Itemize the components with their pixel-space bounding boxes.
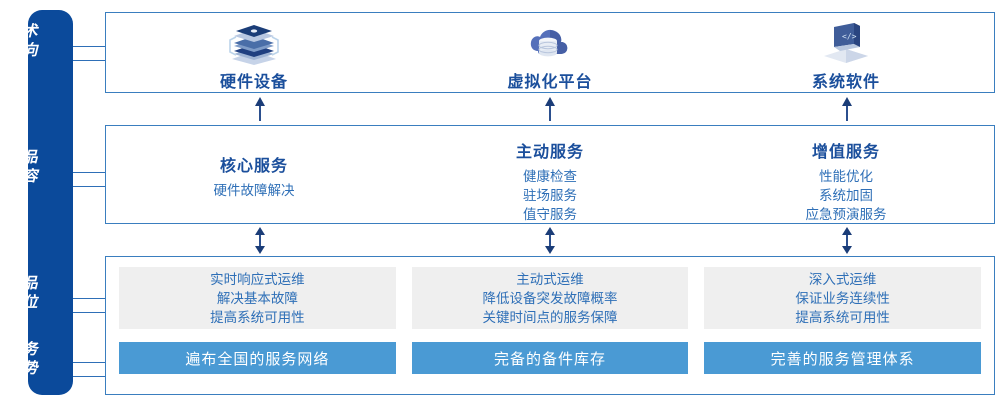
cloud-database-icon <box>520 21 580 65</box>
content-title-value-added-service: 增值服务 <box>811 144 880 161</box>
tech-column-hardware[interactable]: 硬件设备 <box>106 13 402 92</box>
sidebar-label-product-content: 产品 内容 <box>0 148 45 186</box>
arrow-double-system-software <box>840 227 854 254</box>
position-card-indepth[interactable]: 深入式运维 保证业务连续性 提高系统可用性 <box>704 267 982 329</box>
sidebar-label-line2: 优势 <box>7 360 38 377</box>
tech-column-virtualization[interactable]: 虚拟化平台 <box>402 13 698 92</box>
position-card-line: 主动式运维 <box>516 271 584 287</box>
position-card-line: 保证业务连续性 <box>795 290 890 306</box>
product-content-panel: 核心服务 硬件故障解决 主动服务 健康检查 驻场服务 值守服务 增值服务 性能优… <box>105 125 995 224</box>
position-card-line: 深入式运维 <box>808 271 877 287</box>
arrow-up-virtualization <box>543 97 557 121</box>
position-card-line: 解决基本故障 <box>216 290 298 306</box>
advantage-bar-management-system[interactable]: 完善的服务管理体系 <box>704 342 982 374</box>
sidebar-label-line2: 内容 <box>7 168 38 185</box>
tech-label-hardware: 硬件设备 <box>219 74 288 91</box>
arrow-double-hardware <box>253 227 267 254</box>
arrow-up-system-software <box>840 97 854 121</box>
product-position-advantage-panel: 实时响应式运维 解决基本故障 提高系统可用性 主动式运维 降低设备突发故障概率 … <box>105 256 995 395</box>
position-card-line: 降低设备突发故障概率 <box>482 290 618 306</box>
content-item: 健康检查 <box>523 169 577 184</box>
arrow-double-virtualization <box>543 227 557 254</box>
svg-text:</>: </> <box>842 32 857 41</box>
sidebar-label-product-position: 产品 定位 <box>0 274 45 312</box>
position-card-line: 实时响应式运维 <box>210 271 305 287</box>
content-title-proactive-service: 主动服务 <box>515 144 584 161</box>
tech-label-system-software: 系统软件 <box>811 74 880 91</box>
content-item: 值守服务 <box>523 207 577 222</box>
sidebar-label-line1: 技术 <box>7 23 38 40</box>
content-item: 性能优化 <box>819 169 873 184</box>
arrow-up-hardware <box>253 97 267 121</box>
sidebar-label-tech-direction: 技术 方向 <box>0 22 45 60</box>
server-stack-icon <box>224 21 284 65</box>
content-item: 硬件故障解决 <box>213 183 295 198</box>
content-column-value-added-service[interactable]: 增值服务 性能优化 系统加固 应急预演服务 <box>698 126 994 223</box>
content-item: 应急预演服务 <box>805 207 887 222</box>
sidebar-label-line1: 产品 <box>7 275 38 292</box>
position-card-line: 关键时间点的服务保障 <box>482 309 618 325</box>
sidebar-label-line1: 产品 <box>7 149 38 166</box>
content-column-core-service[interactable]: 核心服务 硬件故障解决 <box>106 126 402 223</box>
content-title-core-service: 核心服务 <box>219 158 288 175</box>
laptop-code-icon: </> <box>816 21 876 65</box>
content-item: 驻场服务 <box>523 188 577 203</box>
advantage-bar-service-network[interactable]: 遍布全国的服务网络 <box>119 342 396 374</box>
content-column-proactive-service[interactable]: 主动服务 健康检查 驻场服务 值守服务 <box>402 126 698 223</box>
position-card-proactive[interactable]: 主动式运维 降低设备突发故障概率 关键时间点的服务保障 <box>411 267 689 329</box>
advantage-bar-row: 遍布全国的服务网络 完备的备件库存 完善的服务管理体系 <box>119 342 982 374</box>
sidebar-label-line2: 定位 <box>7 294 38 311</box>
position-card-line: 提高系统可用性 <box>210 309 305 325</box>
tech-direction-panel: 硬件设备 虚拟化平台 <box>105 12 995 93</box>
position-card-realtime[interactable]: 实时响应式运维 解决基本故障 提高系统可用性 <box>119 267 396 329</box>
sidebar-label-service-advantage: 服务 优势 <box>0 340 45 378</box>
sidebar-label-line2: 方向 <box>7 42 38 59</box>
tech-label-virtualization: 虚拟化平台 <box>507 74 593 91</box>
content-item: 系统加固 <box>819 188 873 203</box>
tech-column-system-software[interactable]: </> 系统软件 <box>698 13 994 92</box>
position-card-row: 实时响应式运维 解决基本故障 提高系统可用性 主动式运维 降低设备突发故障概率 … <box>119 267 982 329</box>
category-sidebar <box>28 10 73 395</box>
sidebar-label-line1: 服务 <box>7 341 38 358</box>
position-card-line: 提高系统可用性 <box>795 309 890 325</box>
advantage-bar-spare-parts[interactable]: 完备的备件库存 <box>411 342 689 374</box>
